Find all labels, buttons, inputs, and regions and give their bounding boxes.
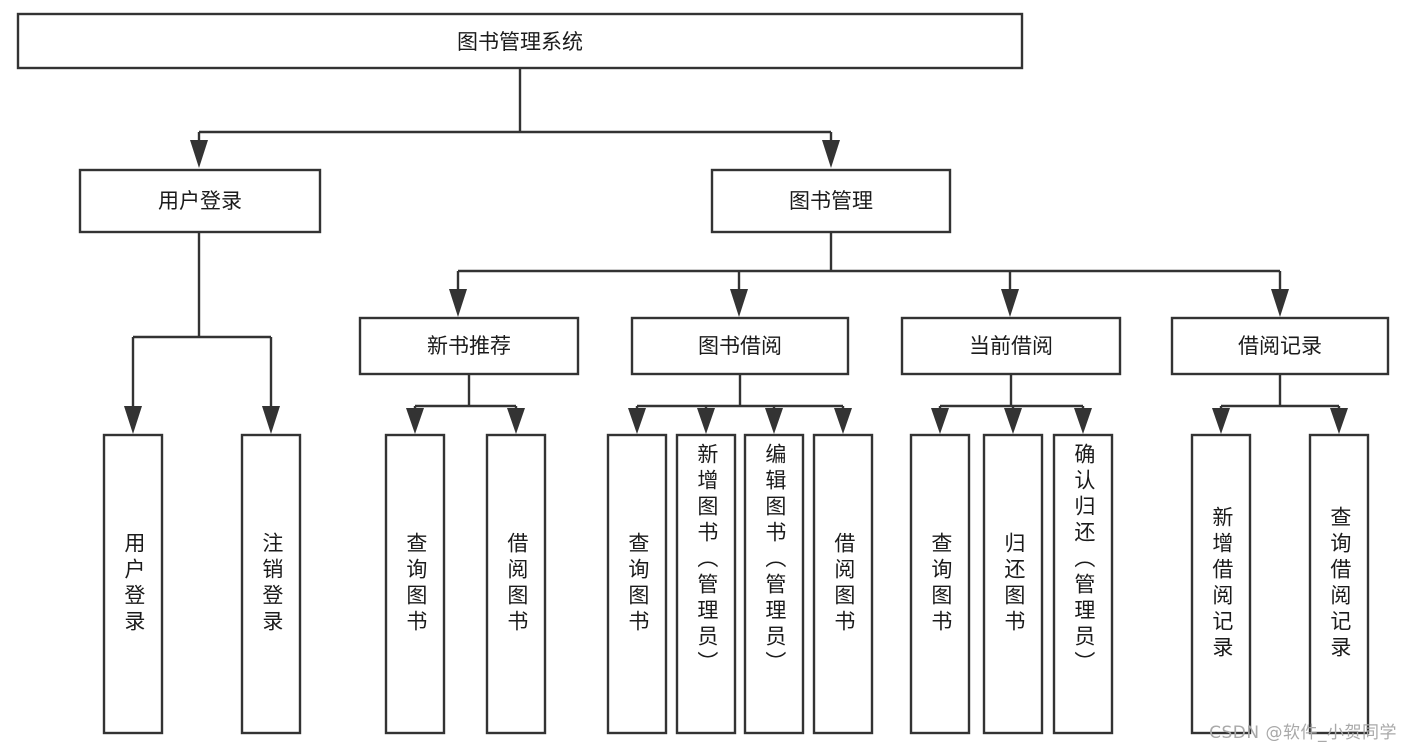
arrow-head-leaf-query-book-cur bbox=[931, 408, 949, 434]
node-leaf-confirm-return-box[interactable] bbox=[1052, 433, 1114, 735]
node-borrow-record-box[interactable] bbox=[1170, 316, 1390, 376]
node-leaf-add-book-box[interactable] bbox=[675, 433, 737, 735]
node-leaf-add-record-box[interactable] bbox=[1190, 433, 1252, 735]
node-current-borrow[interactable]: 当前借阅 bbox=[900, 316, 1122, 376]
arrow-head-borrow-record bbox=[1271, 289, 1289, 317]
node-borrow-record-label: 借阅记录 bbox=[1238, 334, 1322, 358]
arrow-head-leaf-edit-book bbox=[765, 408, 783, 434]
node-user-login-box[interactable] bbox=[78, 168, 322, 234]
node-leaf-borrow-book-rec-box[interactable] bbox=[485, 433, 547, 735]
node-root-label: 图书管理系统 bbox=[457, 30, 583, 54]
arrow-head-new-book-recommend bbox=[449, 289, 467, 317]
node-leaf-return-book-box[interactable] bbox=[982, 433, 1044, 735]
arrow-head-leaf-confirm-return bbox=[1074, 408, 1092, 434]
arrow-head-leaf-query-record bbox=[1330, 408, 1348, 434]
node-leaf-query-book-rec-box[interactable] bbox=[384, 433, 446, 735]
node-user-login-label: 用户登录 bbox=[158, 189, 242, 213]
arrow-head-leaf-return-book bbox=[1004, 408, 1022, 434]
node-root-box[interactable] bbox=[16, 12, 1024, 70]
arrow-head-leaf-add-record bbox=[1212, 408, 1230, 434]
node-current-borrow-label: 当前借阅 bbox=[969, 334, 1053, 358]
node-leaf-query-book-cur-box[interactable] bbox=[909, 433, 971, 735]
leaf-box-layer bbox=[102, 433, 1370, 735]
arrow-head-book-manage bbox=[822, 140, 840, 168]
arrow-head-leaf-query-book-borrow bbox=[628, 408, 646, 434]
node-book-borrow[interactable]: 图书借阅 bbox=[630, 316, 850, 376]
arrow-head-leaf-borrow-book-rec bbox=[507, 408, 525, 434]
node-book-manage[interactable]: 图书管理 bbox=[710, 168, 952, 234]
arrow-head-user-login bbox=[190, 140, 208, 168]
node-current-borrow-box[interactable] bbox=[900, 316, 1122, 376]
arrow-head-leaf-logout bbox=[262, 406, 280, 434]
node-leaf-user-login-box[interactable] bbox=[102, 433, 164, 735]
arrow-head-book-borrow bbox=[730, 289, 748, 317]
arrow-head-leaf-query-book-rec bbox=[406, 408, 424, 434]
node-new-book-recommend-box[interactable] bbox=[358, 316, 580, 376]
node-leaf-query-book-borrow-box[interactable] bbox=[606, 433, 668, 735]
node-book-borrow-label: 图书借阅 bbox=[698, 334, 782, 358]
node-leaf-logout-box[interactable] bbox=[240, 433, 302, 735]
node-leaf-borrow-book-box[interactable] bbox=[812, 433, 874, 735]
arrow-head-leaf-user-login bbox=[124, 406, 142, 434]
node-user-login[interactable]: 用户登录 bbox=[78, 168, 322, 234]
arrow-head-leaf-borrow-book bbox=[834, 408, 852, 434]
node-book-manage-box[interactable] bbox=[710, 168, 952, 234]
node-book-manage-label: 图书管理 bbox=[789, 189, 873, 213]
node-borrow-record[interactable]: 借阅记录 bbox=[1170, 316, 1390, 376]
node-leaf-edit-book-box[interactable] bbox=[743, 433, 805, 735]
arrow-head-current-borrow bbox=[1001, 289, 1019, 317]
arrow-head-leaf-add-book bbox=[697, 408, 715, 434]
connector-layer bbox=[124, 68, 1348, 434]
node-leaf-query-record-box[interactable] bbox=[1308, 433, 1370, 735]
node-book-borrow-box[interactable] bbox=[630, 316, 850, 376]
node-new-book-recommend[interactable]: 新书推荐 bbox=[358, 316, 580, 376]
node-root[interactable]: 图书管理系统 bbox=[16, 12, 1024, 70]
node-new-book-recommend-label: 新书推荐 bbox=[427, 334, 511, 358]
